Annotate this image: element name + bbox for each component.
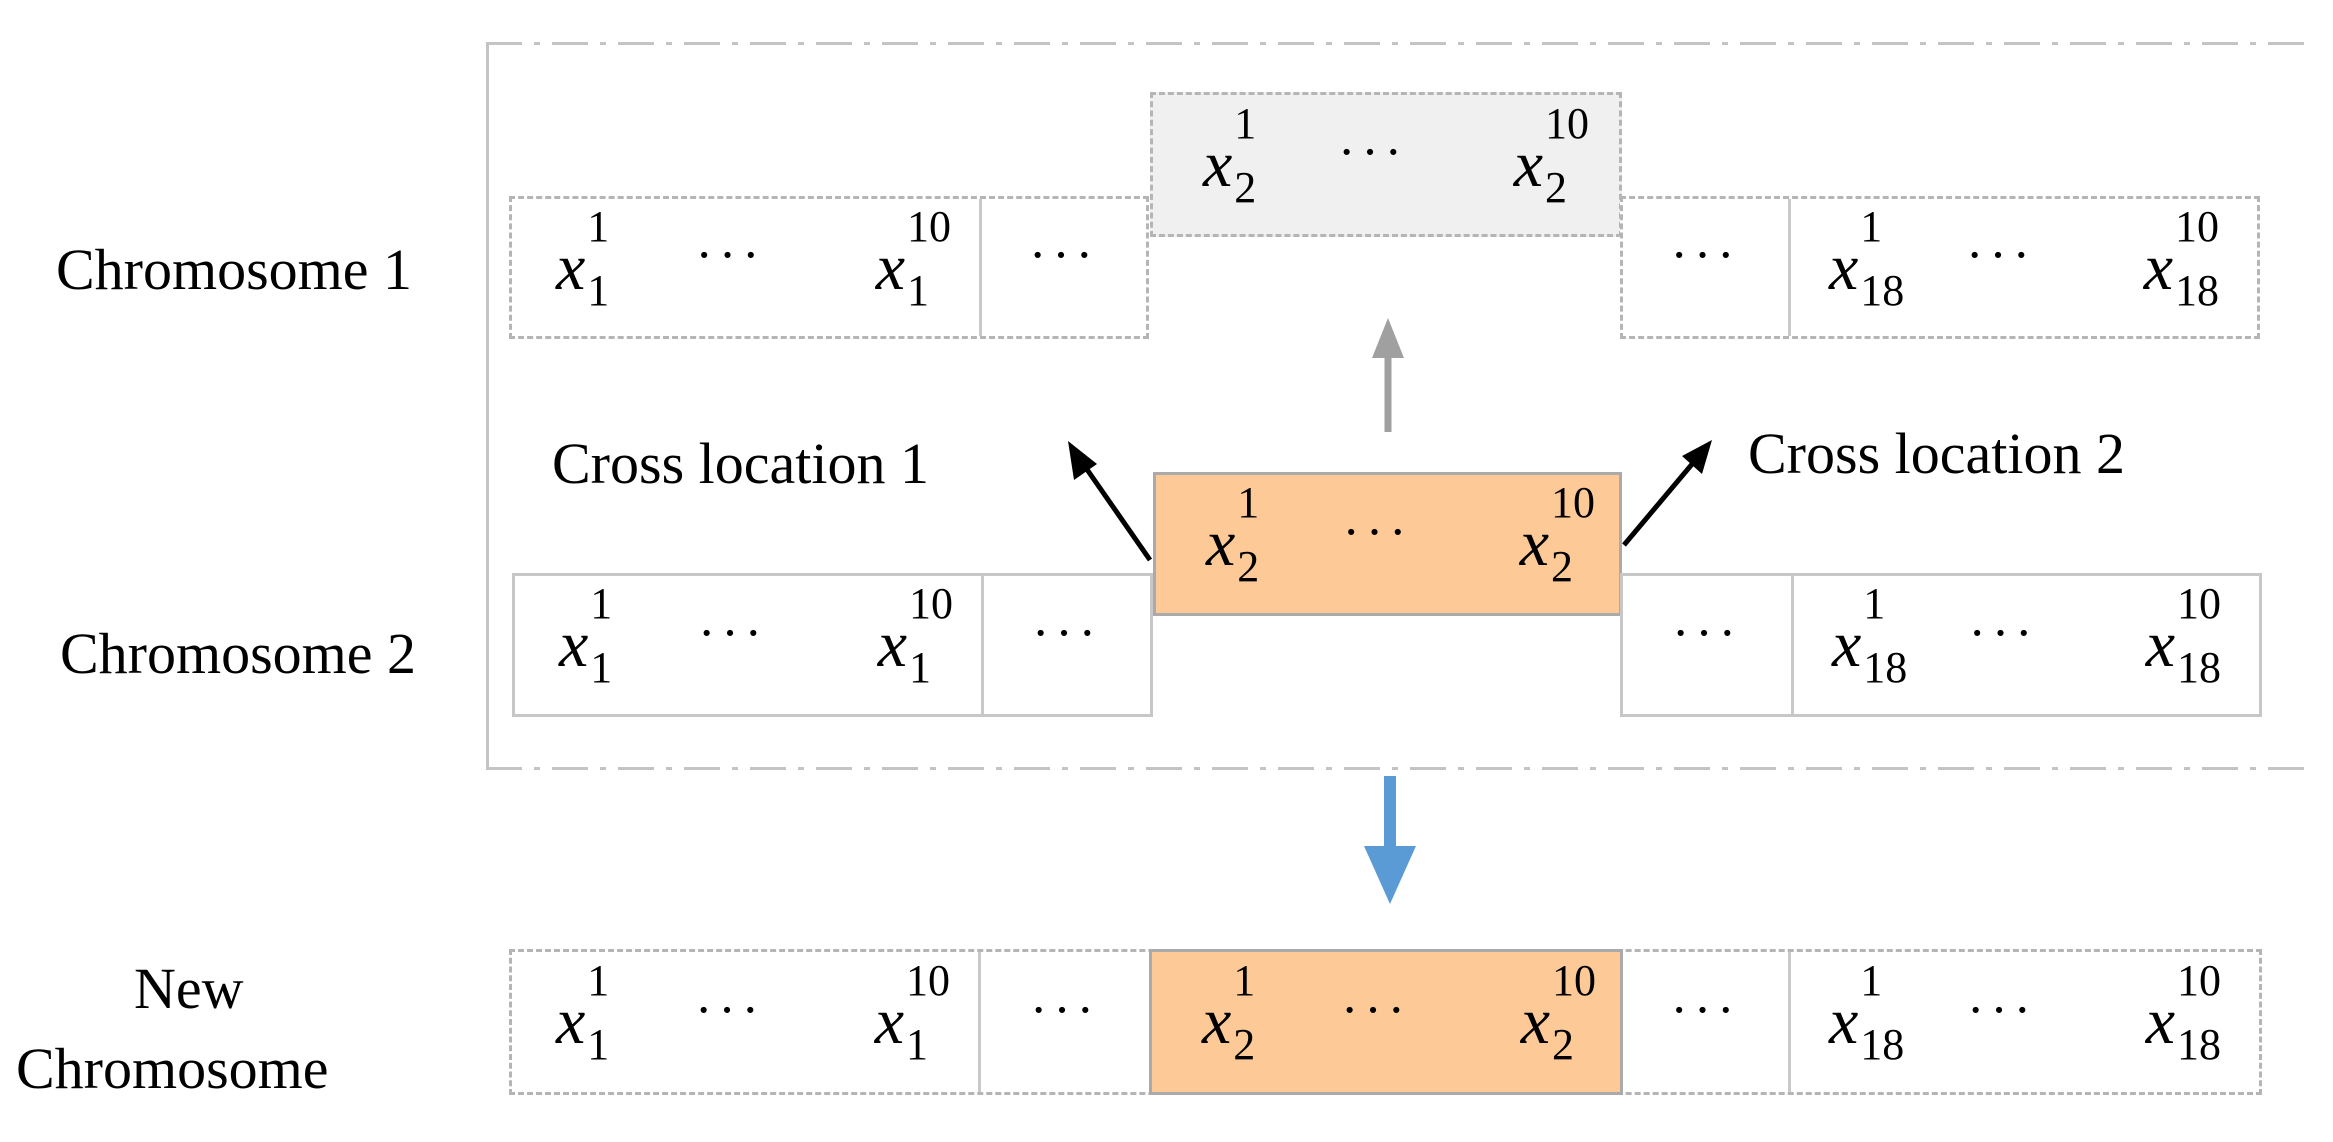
ellipsis-cell: ··· — [1623, 576, 1794, 714]
ellipsis: ··· — [695, 981, 765, 1039]
ellipsis-cell: ··· — [1623, 952, 1791, 1092]
ellipsis-cell: ··· — [1029, 227, 1099, 284]
chromosome-1-label: Chromosome 1 — [56, 237, 413, 302]
ellipsis-cell: ··· — [1623, 199, 1791, 336]
chromosome-2-label: Chromosome 2 — [60, 621, 417, 686]
ellipsis: ··· — [698, 604, 768, 662]
cross-location-2-arrow — [1622, 440, 1712, 547]
ellipsis-cell: ··· — [1032, 604, 1102, 662]
cross-location-1-arrow — [1068, 441, 1153, 562]
ellipsis: ··· — [1342, 503, 1413, 561]
gray-up-arrow — [1372, 318, 1404, 432]
ellipsis: ··· — [1968, 604, 2039, 662]
ellipsis: ··· — [1967, 981, 2037, 1039]
cross-location-2-label: Cross location 2 — [1748, 421, 2125, 486]
divider — [978, 952, 981, 1092]
ellipsis: ··· — [1338, 124, 1408, 181]
ellipsis-cell: ··· — [1030, 981, 1100, 1039]
ellipsis: ··· — [1966, 227, 2036, 284]
new-chromosome-label-line2: Chromosome — [16, 1036, 329, 1101]
ellipsis: ··· — [695, 227, 766, 284]
new-chromosome-label-line1: New — [134, 956, 244, 1021]
cross-location-1-label: Cross location 1 — [552, 431, 929, 496]
blue-down-arrow — [1364, 776, 1416, 904]
ellipsis: ··· — [1341, 981, 1411, 1039]
